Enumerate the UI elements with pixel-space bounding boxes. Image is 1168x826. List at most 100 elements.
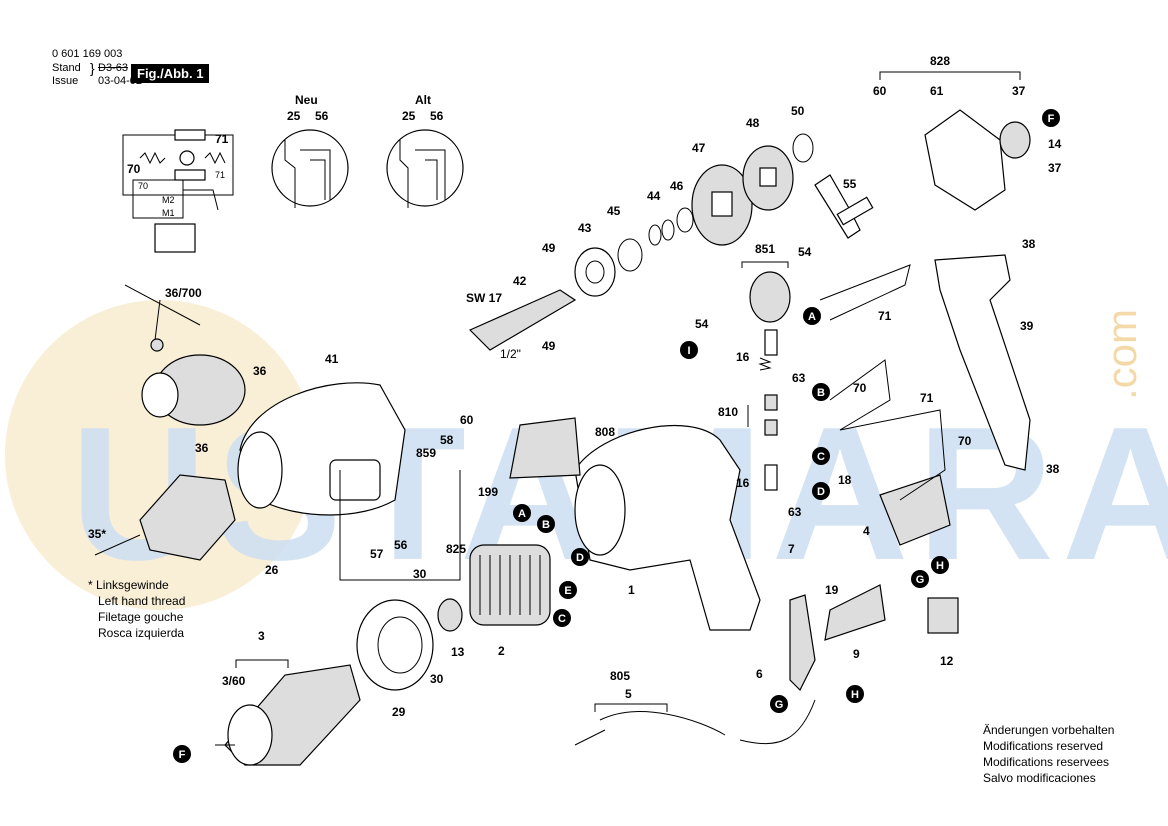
callout-label: 55	[843, 177, 857, 191]
callout-label: 26	[265, 563, 279, 577]
wiring-schematic	[122, 129, 234, 253]
callout-label: 828	[930, 54, 950, 68]
callout-label: 42	[513, 274, 527, 288]
letter-marker: G	[770, 695, 788, 713]
callout-label: 56	[430, 109, 444, 123]
callout-label: 38	[1046, 462, 1060, 476]
letter-marker: C	[553, 609, 571, 627]
callout-label: 54	[798, 245, 812, 259]
callout-label: 29	[392, 705, 406, 719]
legend-marker: *	[88, 578, 93, 592]
callout-label: 25	[287, 109, 301, 123]
callout-label: 5	[625, 687, 632, 701]
callout-label: 13	[451, 645, 465, 659]
fan-shroud	[356, 599, 434, 691]
callout-label: SW 17	[466, 291, 502, 305]
letter-marker: B	[812, 383, 830, 401]
callout-label: 47	[692, 141, 706, 155]
bearing-flange	[924, 109, 1031, 211]
inset-neu-label: Neu	[295, 93, 318, 107]
letter-marker: I	[680, 341, 698, 359]
callout-label: 63	[792, 371, 806, 385]
brush-holders	[758, 329, 778, 491]
note-line-1: Änderungen vorbehalten	[983, 723, 1115, 737]
callout-label: 46	[670, 179, 684, 193]
keyless-chuck	[94, 474, 236, 561]
bearing-43	[574, 247, 616, 297]
letter-marker: H	[931, 556, 949, 574]
callout-label: 9	[853, 647, 860, 661]
callout-label: M1	[162, 208, 175, 218]
callout-label: 58	[440, 433, 454, 447]
gear-housing	[237, 382, 406, 516]
callout-label: 16	[736, 350, 750, 364]
letter-marker: H	[846, 685, 864, 703]
svg-text:G: G	[775, 699, 784, 711]
svg-text:A: A	[808, 311, 816, 323]
callout-label: 56	[315, 109, 329, 123]
power-cable	[574, 699, 816, 746]
legend-line-2: Left hand thread	[98, 594, 186, 608]
inset-neu	[271, 129, 349, 208]
callout-label: 25	[402, 109, 416, 123]
legend-line-4: Rosca izquierda	[98, 626, 185, 640]
svg-text:H: H	[936, 560, 944, 572]
callout-label: 61	[930, 84, 944, 98]
callout-label: 16	[736, 476, 750, 490]
spindle	[468, 289, 577, 351]
letter-marker: A	[513, 504, 531, 522]
callout-label: 19	[825, 583, 839, 597]
svg-text:G: G	[916, 574, 925, 586]
callout-label: 60	[873, 84, 887, 98]
letter-marker: D	[571, 548, 589, 566]
stand-label: Stand	[52, 62, 81, 74]
cable-guard	[789, 594, 816, 692]
callout-label: 41	[325, 352, 339, 366]
callout-label: 71	[215, 132, 229, 146]
brackets	[235, 71, 1021, 712]
svg-text:C: C	[558, 613, 566, 625]
chuck-key	[124, 284, 201, 352]
retaining-rings	[617, 133, 814, 272]
callout-label: 39	[1020, 319, 1034, 333]
callout-label: 4	[863, 524, 870, 538]
svg-text:E: E	[564, 585, 571, 597]
callout-label: 3/60	[222, 674, 246, 688]
stand-value: D3-63	[98, 62, 128, 74]
note-line-2: Modifications reserved	[983, 739, 1104, 753]
callout-label: 38	[1022, 237, 1036, 251]
callout-label: 825	[446, 542, 466, 556]
svg-text:D: D	[576, 552, 584, 564]
callout-label: 35*	[88, 527, 106, 541]
motor-housing	[574, 425, 761, 631]
brace: }	[90, 60, 95, 76]
svg-text:I: I	[687, 345, 690, 357]
callout-label: 6	[756, 667, 763, 681]
switch	[879, 474, 951, 546]
letter-marker: D	[812, 482, 830, 500]
svg-text:F: F	[179, 749, 186, 761]
svg-text:A: A	[518, 508, 526, 520]
callout-label: 70	[853, 381, 867, 395]
issue-label: Issue	[52, 75, 79, 87]
callout-label: 48	[746, 116, 760, 130]
callout-label: 7	[788, 542, 795, 556]
callout-label: 70	[958, 434, 972, 448]
svg-text:C: C	[817, 451, 825, 463]
callout-label: 30	[413, 567, 427, 581]
letter-marker: C	[812, 447, 830, 465]
note-line-4: Salvo modificaciones	[983, 771, 1096, 785]
callout-label: 43	[578, 221, 592, 235]
letter-marker: B	[537, 515, 555, 533]
letter-marker: F	[1042, 109, 1060, 127]
callout-label: 199	[478, 485, 498, 499]
callout-label: 63	[788, 505, 802, 519]
callout-label: 70	[127, 162, 141, 176]
letter-marker: F	[173, 745, 191, 763]
callout-label: 859	[416, 446, 436, 460]
callout-label: 56	[394, 538, 408, 552]
